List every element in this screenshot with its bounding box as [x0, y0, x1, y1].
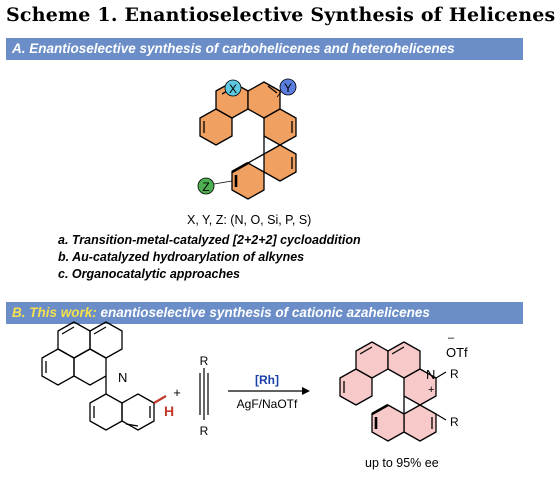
counterion-label: OTf	[446, 345, 468, 360]
substrate-hydrogen: H	[164, 403, 174, 419]
section-a-banner: A. Enantioselective synthesis of carbohe…	[6, 38, 523, 60]
helicene-double-bond	[267, 85, 278, 94]
helicene-wedge-bond	[231, 161, 249, 174]
substrate-ring	[41, 348, 75, 386]
z-marker-icon	[197, 177, 215, 195]
substrate-double-bond	[125, 423, 139, 427]
r-bond-top	[435, 371, 447, 379]
methods-list: a. Transition-metal-catalyzed [2+2+2] cy…	[58, 232, 361, 283]
reaction-arrow-head-icon	[302, 387, 310, 395]
scheme-title: Scheme 1. Enantioselective Synthesis of …	[6, 4, 555, 26]
product-structure	[339, 341, 437, 442]
substrate-ring	[73, 348, 107, 386]
helicene-structure-a	[199, 81, 297, 200]
z-label: Z	[202, 180, 209, 194]
plus-sign: +	[173, 385, 181, 400]
alkyne-structure	[199, 368, 209, 420]
heteroatom-list: X, Y, Z: (N, O, Si, P, S)	[187, 213, 311, 227]
catalyst-label: [Rh]	[255, 373, 279, 387]
x-label: X	[229, 82, 237, 96]
y-label: Y	[284, 81, 292, 95]
helicene-bond	[247, 153, 265, 164]
product-ring	[403, 404, 437, 442]
substrate-ring	[121, 393, 155, 431]
r-bond-bottom	[435, 413, 447, 421]
substrate-structure	[41, 321, 155, 431]
substrate-nitrogen: N	[118, 370, 127, 385]
method-item: a. Transition-metal-catalyzed [2+2+2] cy…	[58, 233, 361, 247]
x-marker-icon	[224, 79, 242, 97]
z-tether	[213, 180, 233, 185]
ee-result: up to 95% ee	[365, 456, 439, 470]
alkyne-r-bottom: R	[200, 424, 209, 438]
conditions-label: AgF/NaOTf	[237, 397, 298, 411]
method-item: b. Au-catalyzed hydroarylation of alkyne…	[58, 250, 305, 264]
product-double-bond	[391, 346, 405, 355]
c-h-bond	[153, 395, 167, 404]
product-r-bottom: R	[450, 415, 459, 429]
product-double-bond	[359, 346, 373, 355]
section-b-banner: B. This work: enantioselective synthesis…	[6, 302, 523, 324]
product-nitrogen: N	[426, 367, 435, 382]
product-r-top: R	[450, 367, 459, 381]
substrate-ring	[89, 393, 123, 431]
substrate-double-bond	[93, 326, 107, 335]
product-charge: +	[428, 384, 434, 396]
y-marker-icon	[279, 78, 297, 96]
section-b-highlight: B. This work:	[12, 305, 97, 320]
section-b-banner-text: enantioselective synthesis of cationic a…	[96, 305, 430, 320]
substrate-double-bond	[61, 326, 75, 335]
scheme-drawing: X Y Z X, Y, Z: (N, O, Si, P, S) N H + R …	[41, 78, 468, 470]
method-item: c. Organocatalytic approaches	[58, 267, 241, 281]
product-wedge-bond	[371, 403, 389, 416]
alkyne-r-top: R	[200, 354, 209, 368]
y-tether	[276, 91, 282, 98]
counterion-charge: –	[448, 332, 455, 344]
helicene-ring	[263, 144, 297, 182]
